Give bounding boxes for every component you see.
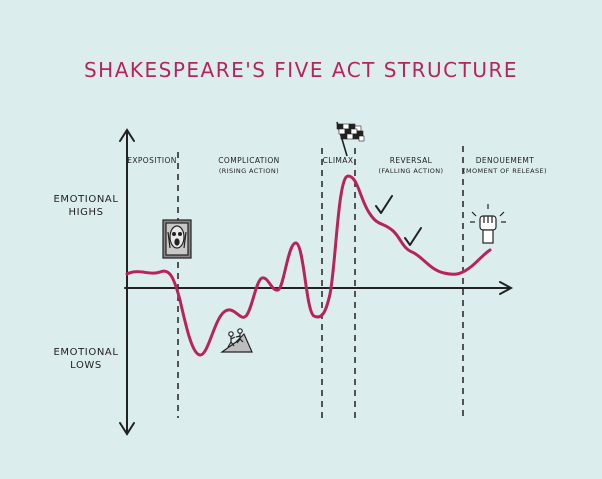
raised-fist-icon [470,204,506,244]
act-name: CLIMAX [322,156,354,165]
act-label-denouement: DENOUEMEMT (MOMENT OF RELEASE) [462,155,548,177]
act-name: DENOUEMEMT [475,156,535,165]
act-name: COMPLICATION [218,156,280,165]
act-label-climax: CLIMAX [318,155,358,166]
act-name: REVERSAL [389,156,433,165]
diagram-title: SHAKESPEARE'S FIVE ACT STRUCTURE [83,58,519,82]
scream-face-icon [162,219,192,259]
emotional-lows-label: EMOTIONAL LOWS [48,346,124,372]
y-axis [119,128,135,436]
act-label-exposition: EXPOSITION [120,155,184,166]
checkmark-icon [375,195,393,214]
act-dividers [177,146,464,418]
checkmark-icon [404,227,422,246]
act-subtitle: (RISING ACTION) [218,167,280,175]
emotional-arc-curve [125,174,492,357]
lows-label-line2: LOWS [70,360,102,371]
act-label-complication: COMPLICATION (RISING ACTION) [206,155,292,177]
act-label-reversal: REVERSAL (FALLING ACTION) [368,155,454,177]
lows-label-line1: EMOTIONAL [53,347,119,358]
highs-label-line2: HIGHS [68,207,104,218]
climbing-icon [220,328,253,353]
checkered-flag-icon [336,121,365,157]
x-axis [124,281,514,295]
emotional-highs-label: EMOTIONAL HIGHS [48,193,124,219]
act-subtitle: (FALLING ACTION) [378,167,444,175]
act-subtitle: (MOMENT OF RELEASE) [463,167,547,175]
act-name: EXPOSITION [127,156,177,165]
highs-label-line1: EMOTIONAL [53,194,119,205]
